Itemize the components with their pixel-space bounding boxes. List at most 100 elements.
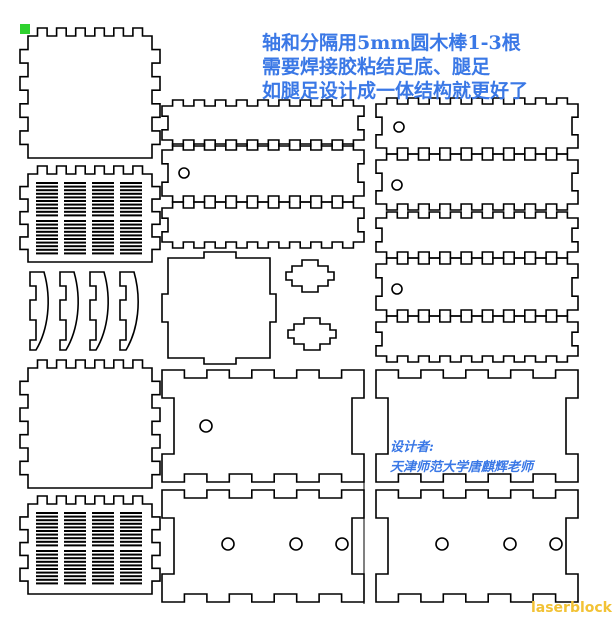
slot-line: [120, 227, 142, 230]
slot-line: [36, 544, 58, 547]
slot-line: [36, 182, 58, 184]
assembly-note-glue: 需要焊接胶粘结足底、腿足: [262, 56, 491, 78]
slot-line: [64, 553, 86, 556]
slot-line: [64, 182, 86, 184]
slot-line: [64, 522, 86, 525]
slot-line: [120, 185, 142, 188]
slot-line: [92, 560, 114, 563]
dowel-hole: [199, 419, 213, 433]
slot-line: [120, 252, 142, 255]
slot-line: [36, 560, 58, 563]
slot-line: [36, 526, 58, 529]
slot-line: [120, 571, 142, 574]
slot-line: [92, 252, 114, 255]
slot-line: [92, 526, 114, 529]
slot-line: [36, 575, 58, 578]
slot-line: [120, 512, 142, 514]
slot-line: [92, 530, 114, 532]
side-panel-lower-left: [161, 489, 365, 603]
slot-line: [120, 214, 142, 217]
slot-line: [92, 515, 114, 518]
slot-line: [92, 575, 114, 578]
right-rail-3: [375, 211, 579, 259]
dowel-hole: [221, 537, 235, 551]
slot-line: [92, 192, 114, 195]
slot-line: [120, 182, 142, 184]
slot-line: [120, 220, 142, 222]
slot-line: [36, 537, 58, 540]
slot-line: [120, 189, 142, 192]
slot-line: [92, 207, 114, 210]
slot-line: [36, 530, 58, 532]
slot-line: [120, 553, 142, 556]
slot-line: [120, 564, 142, 567]
center-rail-1: [161, 99, 365, 147]
slot-line: [120, 238, 142, 240]
slot-line: [120, 530, 142, 532]
slot-line: [36, 550, 58, 552]
slot-line: [36, 185, 58, 188]
slot-line: [120, 544, 142, 547]
slot-line: [120, 522, 142, 525]
slot-line: [36, 207, 58, 210]
slot-line: [92, 203, 114, 206]
slot-line: [36, 522, 58, 525]
slot-line: [64, 515, 86, 518]
slot-line: [36, 214, 58, 217]
left-slotted-panel-bottom: [19, 495, 161, 595]
slot-line: [92, 245, 114, 248]
slot-line: [92, 248, 114, 251]
slot-line: [64, 207, 86, 210]
slot-line: [120, 230, 142, 233]
slot-line: [92, 210, 114, 213]
slot-line: [120, 203, 142, 206]
slot-line: [92, 582, 114, 585]
slot-line: [92, 200, 114, 202]
slot-line: [36, 245, 58, 248]
slot-line: [64, 564, 86, 567]
brand-watermark: laserblock: [530, 600, 612, 616]
slot-line: [120, 550, 142, 552]
slot-line: [64, 571, 86, 574]
slot-line: [36, 241, 58, 244]
slot-line: [36, 234, 58, 237]
origin-marker: [20, 24, 30, 34]
curved-leg-piece: [119, 271, 139, 351]
assembly-note-integrated: 如腿足设计成一体结构就更好了: [262, 80, 529, 102]
slot-line: [36, 553, 58, 556]
slot-line: [36, 227, 58, 230]
slot-line: [64, 540, 86, 543]
slot-line: [120, 200, 142, 202]
slot-line: [120, 223, 142, 226]
slot-line: [64, 526, 86, 529]
slot-line: [36, 203, 58, 206]
slot-line: [92, 522, 114, 525]
slot-line: [64, 227, 86, 230]
curved-leg-piece: [59, 271, 79, 351]
slot-line: [92, 540, 114, 543]
right-rail-5: [375, 315, 579, 363]
dowel-hole: [503, 537, 517, 551]
slot-line: [120, 207, 142, 210]
cross-connector-piece: [285, 259, 335, 293]
slot-line: [92, 241, 114, 244]
slot-line: [36, 582, 58, 585]
side-panel-lower-right: [375, 489, 579, 603]
slot-line: [36, 196, 58, 199]
slot-line: [92, 553, 114, 556]
dowel-hole: [289, 537, 303, 551]
slot-line: [92, 557, 114, 560]
slot-line: [36, 252, 58, 255]
right-rail-2: [375, 153, 579, 211]
slot-line: [64, 557, 86, 560]
slot-line: [64, 530, 86, 532]
slot-line: [120, 540, 142, 543]
slot-line: [36, 223, 58, 226]
slot-line: [92, 185, 114, 188]
slot-line: [64, 512, 86, 514]
slot-line: [36, 568, 58, 570]
slot-line: [36, 557, 58, 560]
slot-line: [64, 560, 86, 563]
slot-line: [120, 234, 142, 237]
slot-line: [92, 227, 114, 230]
